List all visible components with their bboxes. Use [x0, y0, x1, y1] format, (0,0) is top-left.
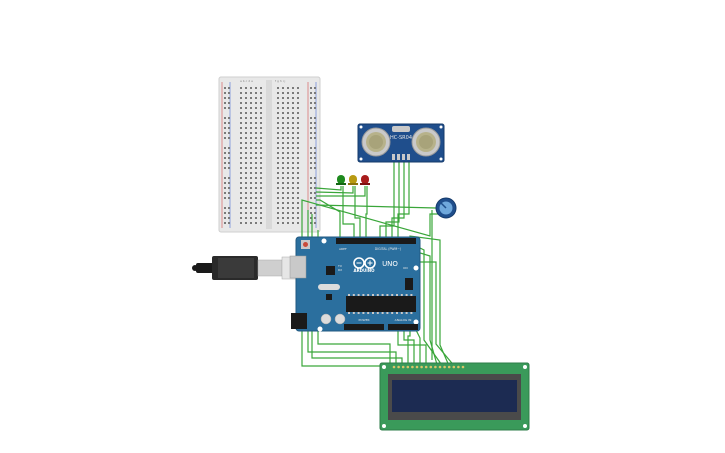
arduino-aref-label: AREF — [339, 247, 347, 251]
wire-led-green-pin — [342, 186, 355, 240]
arduino-microcontroller — [346, 296, 416, 312]
sensor-transducer-right — [411, 127, 441, 157]
wire-bb-left-3 — [316, 199, 341, 240]
sensor-pins[interactable] — [392, 154, 410, 160]
arduino-power-label: POWER — [358, 318, 369, 322]
wire-sensor-vcc — [379, 160, 395, 240]
arduino-model-label: UNO — [382, 260, 398, 268]
arduino-logo-icon — [353, 257, 376, 269]
arduino-digital-label: DIGITAL (PWM~) — [375, 247, 401, 251]
arduino-brand-label: ARDUINO — [354, 268, 376, 273]
arduino-usb-chip — [326, 266, 335, 275]
wire-led-green — [315, 186, 342, 191]
arduino-power-jack[interactable] — [291, 313, 307, 329]
arduino-reset-button[interactable] — [303, 242, 308, 247]
arduino-analog-label: ANALOG IN — [395, 318, 412, 322]
lcd-display[interactable] — [379, 362, 530, 431]
wire-led-yellow-pin — [354, 186, 361, 240]
ultrasonic-sensor[interactable]: HC-SR04 — [357, 123, 445, 163]
breadboard-cols-right: f g h i j — [275, 79, 286, 83]
wire-lcd-4 — [418, 261, 457, 369]
led-red[interactable] — [360, 175, 370, 185]
wire-led-red — [316, 186, 366, 197]
wire-pot-a — [315, 204, 437, 209]
arduino-analog-header[interactable] — [388, 324, 418, 330]
arduino-rx-label: RX — [338, 268, 342, 272]
breadboard-cols-left: a b c d e — [240, 79, 253, 83]
arduino-tx-label: TX — [337, 264, 342, 268]
led-yellow[interactable] — [348, 175, 358, 185]
sensor-crystal — [392, 126, 410, 132]
arduino-on-label: ON — [403, 266, 408, 270]
arduino-uno[interactable]: DIGITAL (PWM~) AREF ARDUINO UNO TX RX ON… — [289, 236, 421, 332]
potentiometer[interactable] — [435, 197, 457, 219]
wire-lcd-7 — [407, 330, 411, 368]
breadboard[interactable]: a b c d e f g h i j — [218, 76, 321, 233]
arduino-power-header[interactable] — [344, 324, 384, 330]
wire-led-red-pin — [365, 186, 368, 240]
breadboard-holes — [224, 87, 316, 224]
sensor-transducer-left — [361, 127, 391, 157]
lcd-screen — [392, 380, 517, 412]
arduino-usb-port[interactable] — [289, 255, 307, 279]
wire-led-yellow — [315, 186, 354, 194]
arduino-digital-header[interactable] — [336, 238, 416, 244]
wire-lcd-9 — [415, 329, 421, 368]
led-green[interactable] — [336, 175, 346, 185]
arduino-chip-pins — [348, 294, 413, 314]
wire-lcd-5 — [397, 330, 427, 368]
wire-lcd-6 — [403, 330, 415, 368]
lcd-pins[interactable] — [392, 365, 465, 369]
usb-cable-icon — [192, 256, 297, 280]
sensor-model-label: HC-SR04 — [390, 135, 412, 141]
arduino-crystal — [318, 284, 340, 290]
